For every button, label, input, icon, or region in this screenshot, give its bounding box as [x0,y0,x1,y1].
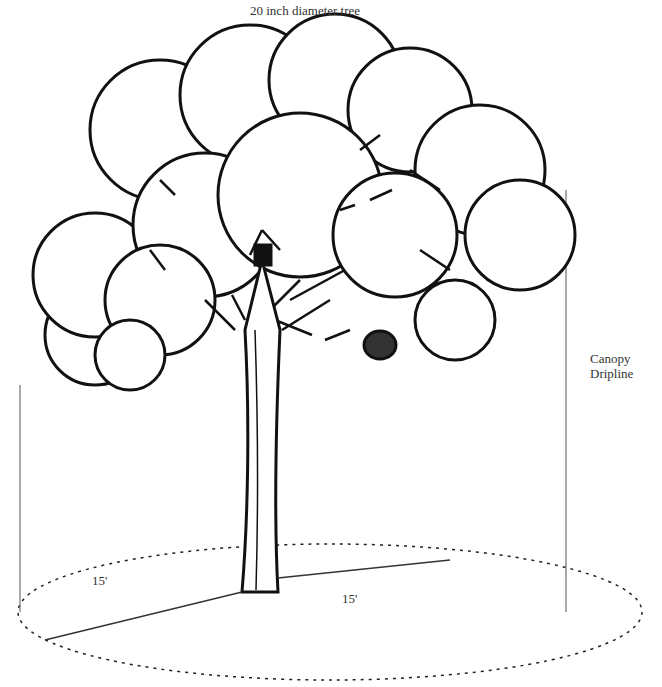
canopy-lobe [415,280,495,360]
dimension: 15' [340,592,359,607]
dimension: 15' [90,574,109,589]
canopy-lobe [95,320,165,390]
trunk [242,245,396,592]
title-note: 20 inch diameter tree [250,4,360,19]
dripline-label: Canopy Dripline [590,352,652,382]
canopy-lobe [333,173,457,297]
dripline-ellipse [18,544,642,680]
canopy-lobe [465,180,575,290]
canopy [33,14,575,390]
branches [150,135,450,340]
radius-lines [45,560,450,640]
